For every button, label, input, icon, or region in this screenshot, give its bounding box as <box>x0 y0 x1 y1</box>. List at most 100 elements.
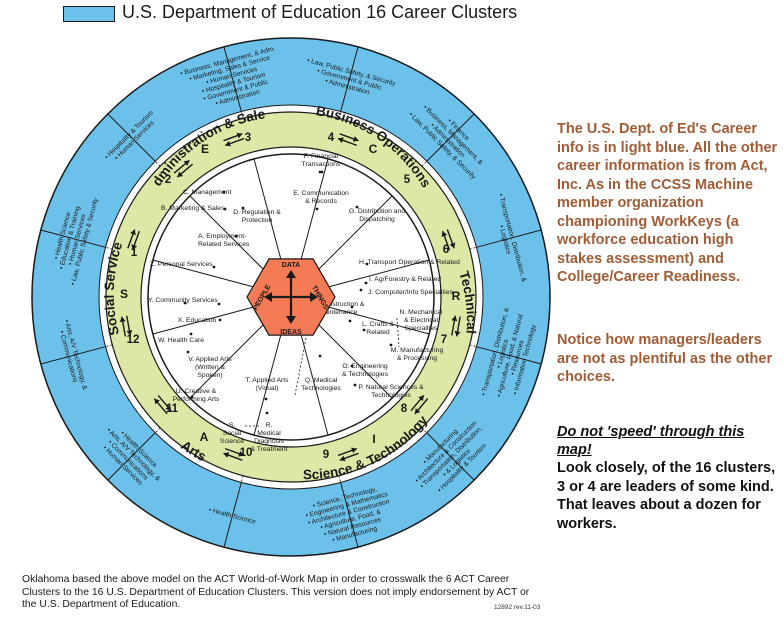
ring-arrow-head <box>238 450 244 457</box>
career-area-line: Technologies <box>371 392 411 399</box>
inner-sector-divider <box>253 158 282 261</box>
arrow-down <box>286 316 296 324</box>
career-area-dot <box>222 190 226 194</box>
region-number: 11 <box>166 403 179 415</box>
band-divider <box>338 111 342 119</box>
career-area-dot <box>389 343 393 347</box>
band-divider <box>469 246 477 250</box>
region-number: 3 <box>245 132 251 144</box>
region-number: 10 <box>240 447 253 459</box>
band-divider <box>105 246 113 250</box>
ring-arrow <box>119 315 133 337</box>
outer-sector-divider <box>40 346 106 365</box>
career-area-line: A. Employment- <box>198 233 246 240</box>
career-area-a: A. Employment-Related Services <box>198 233 250 248</box>
career-area-dot <box>234 234 238 238</box>
dashed-arrow <box>396 317 400 348</box>
footnote: Oklahoma based the above model on the AC… <box>22 574 530 610</box>
band-divider <box>154 427 161 434</box>
inner-sector-divider <box>253 333 282 436</box>
career-area-dot <box>212 265 216 269</box>
ring-arrow-head <box>338 137 344 144</box>
career-area-line: D. Regulation & <box>233 209 281 216</box>
career-area-line: J. Computer/Info Specialties <box>368 289 454 296</box>
career-area-line: I. Ag/Forestry & Related <box>369 276 441 283</box>
ring-arrow-head <box>351 447 357 454</box>
career-area-dot <box>217 302 221 306</box>
career-area-dot <box>362 328 366 332</box>
career-area-line: M. Manufacturing <box>391 347 444 354</box>
career-area-dot <box>365 262 369 266</box>
outer-cluster-group: • Science, Technology,• Engineering & Ma… <box>305 486 391 544</box>
career-area-line: Social <box>223 430 242 437</box>
region-number: 5 <box>404 174 411 186</box>
career-area-y: Y. Community Services <box>148 297 218 304</box>
career-area-line: Maintenance <box>319 309 358 316</box>
career-area-line: Medical <box>257 430 281 437</box>
inner-sector-divider <box>300 158 329 261</box>
career-area-dot <box>318 170 322 174</box>
career-area-k: K. Construction &Maintenance <box>312 301 365 316</box>
career-area-t: T. Applied Arts(Visual) <box>245 377 289 392</box>
band-divider <box>469 344 477 348</box>
ring-arrow-head <box>177 171 184 178</box>
region-number: 9 <box>323 449 329 461</box>
outer-sector-divider <box>223 482 242 548</box>
center-cross-arrows <box>264 270 318 324</box>
hex-label-ideas: IDEAS <box>280 329 302 336</box>
career-area-m: M. Manufacturing& Processing <box>391 347 444 362</box>
outer-sector-divider <box>476 229 542 248</box>
career-area-line: U. Creative & <box>176 388 217 395</box>
ring-arrow-head <box>418 395 424 402</box>
inner-sector-divider <box>327 306 430 335</box>
career-area-line: N. Mechanical <box>399 309 443 316</box>
inner-sector-divider <box>152 259 255 288</box>
ring-arrow-head <box>223 452 230 458</box>
ring-letter: C <box>369 142 378 156</box>
career-area-line: & Treatment <box>250 446 287 453</box>
career-area-line: & Electrical <box>404 317 438 324</box>
career-area-line: G. Distribution and <box>349 208 406 215</box>
career-area-line: X. Education <box>178 317 217 324</box>
ring-arrow-head <box>454 330 461 337</box>
inner-sector-divider <box>189 323 265 399</box>
career-area-dot <box>186 350 190 354</box>
career-area-line: & Technologies <box>342 371 389 378</box>
career-area-e: E. Communication& Records <box>293 190 349 205</box>
career-area-line: Related Services <box>198 241 250 248</box>
band-divider <box>421 427 428 434</box>
career-area-dot <box>364 281 368 285</box>
career-area-dot <box>241 206 245 210</box>
career-area-line: Transactions <box>302 161 341 168</box>
band-divider <box>240 111 244 119</box>
legend-swatch <box>63 6 115 22</box>
outer-sector-divider <box>40 229 106 248</box>
career-area-dot <box>320 170 324 174</box>
ring-letter: E <box>201 142 209 156</box>
region-number: 2 <box>165 174 171 186</box>
ring-arrow <box>337 447 359 462</box>
ring-arrow <box>337 133 359 147</box>
career-area-o: O. Engineering& Technologies <box>342 363 389 378</box>
career-area-line: P. Natural Sciences & <box>358 384 424 391</box>
inner-sector-divider <box>317 195 393 271</box>
career-area-x: X. Education <box>178 317 217 324</box>
region-number: 1 <box>131 247 138 259</box>
region-number: 8 <box>401 403 408 415</box>
outer-sector-divider <box>340 482 359 548</box>
career-area-line: E. Communication <box>293 190 349 197</box>
dashed-arrow <box>294 337 307 396</box>
career-area-line: L. Crafts & <box>362 321 395 328</box>
career-area-dot <box>315 207 319 211</box>
inner-sector-divider <box>317 323 393 399</box>
ring-arrow-head <box>441 231 448 237</box>
hex-label-data: DATA <box>282 262 300 269</box>
outer-sector-divider <box>340 46 359 112</box>
career-area-line: & Processing <box>397 355 437 362</box>
career-area-i: I. Ag/Forestry & Related <box>369 276 441 283</box>
